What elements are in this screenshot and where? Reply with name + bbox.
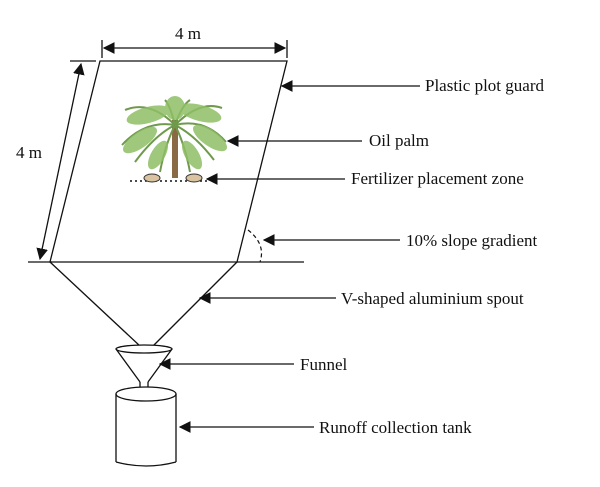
runoff-collection-tank — [115, 386, 177, 467]
plot-guard-label: Plastic plot guard — [425, 76, 544, 95]
oil-palm-tree-icon — [121, 96, 228, 178]
v-shaped-spout — [49, 261, 238, 347]
slope-label: 10% slope gradient — [406, 231, 538, 250]
fertilizer-zone-label: Fertilizer placement zone — [351, 169, 524, 188]
fertilizer-placement-zone — [130, 173, 210, 183]
height-dimension-label: 4 m — [16, 143, 42, 162]
slope-angle-arc — [247, 229, 263, 263]
plot-guard-outline — [49, 60, 288, 263]
oil-palm-label: Oil palm — [369, 131, 429, 150]
spout-label: V-shaped aluminium spout — [341, 289, 524, 308]
height-dimension: 4 m — [16, 60, 96, 263]
width-dimension: 4 m — [101, 24, 288, 58]
width-dimension-label: 4 m — [175, 24, 201, 43]
tank-label: Runoff collection tank — [319, 418, 472, 437]
funnel-label: Funnel — [300, 355, 348, 374]
